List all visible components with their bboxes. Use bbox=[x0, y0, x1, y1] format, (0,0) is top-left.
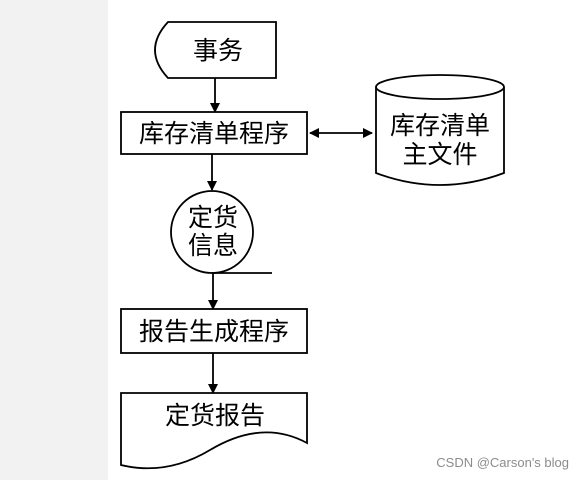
node-report-program: 报告生成程序 bbox=[120, 308, 308, 354]
order-info-line2: 信息 bbox=[188, 231, 238, 260]
page-left-border bbox=[0, 0, 108, 480]
process-box bbox=[120, 308, 308, 354]
node-master-file: 库存清单 主文件 bbox=[375, 74, 505, 186]
node-inventory-program: 库存清单程序 bbox=[120, 111, 308, 155]
cylinder-shape bbox=[375, 87, 505, 186]
watermark: CSDN @Carson's blog bbox=[436, 455, 569, 470]
master-file-line2: 主文件 bbox=[402, 140, 477, 169]
display-shape bbox=[154, 21, 277, 79]
document-shape bbox=[120, 392, 308, 470]
order-info-line1: 定货 bbox=[188, 203, 238, 232]
process-box bbox=[120, 111, 308, 155]
order-report-label: 定货报告 bbox=[165, 401, 265, 430]
node-transaction: 事务 bbox=[154, 21, 277, 79]
cylinder-top bbox=[375, 74, 505, 100]
master-file-line1: 库存清单 bbox=[390, 111, 490, 140]
transaction-label: 事务 bbox=[193, 36, 243, 65]
node-order-report: 定货报告 bbox=[120, 392, 308, 470]
report-program-label: 报告生成程序 bbox=[139, 317, 289, 346]
node-order-info: 定货 信息 bbox=[170, 190, 272, 274]
inventory-program-label: 库存清单程序 bbox=[139, 119, 289, 148]
